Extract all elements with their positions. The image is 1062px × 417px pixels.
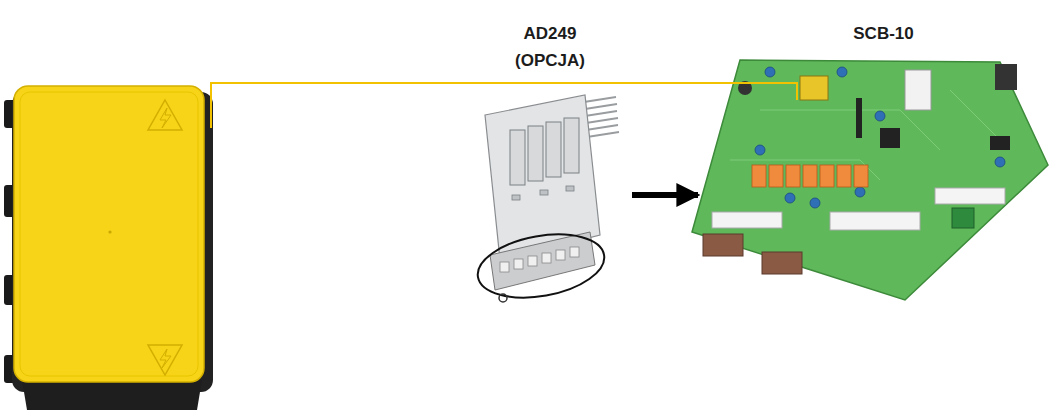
option-card-node: AD249 (OPCJA) <box>470 20 630 310</box>
part-label: SCB-10 <box>700 20 1062 47</box>
cable-line <box>211 83 797 128</box>
yellow-housing <box>4 86 213 410</box>
part-label: AD249 (OPCJA) <box>500 20 600 74</box>
control-board <box>692 60 1048 300</box>
board-node: SCB-10 <box>700 20 1062 310</box>
option-card <box>473 95 619 307</box>
flow-arrow <box>632 192 698 198</box>
